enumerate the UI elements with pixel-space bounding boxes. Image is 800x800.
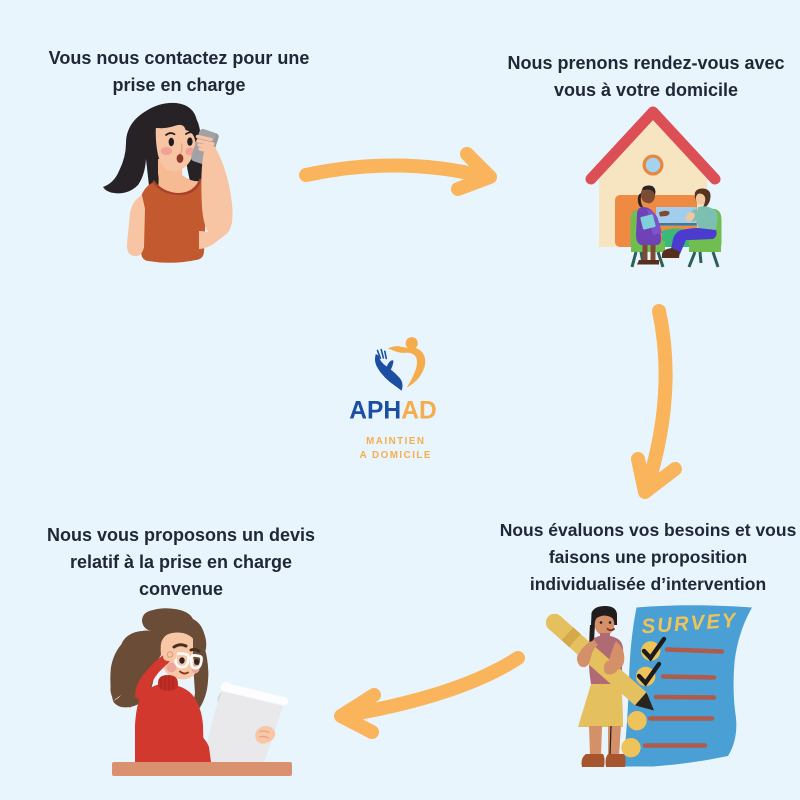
svg-text:MAINTIEN: MAINTIEN [366, 436, 425, 447]
svg-text:APHAD: APHAD [349, 398, 436, 425]
svg-text:A DOMICILE: A DOMICILE [360, 450, 432, 461]
